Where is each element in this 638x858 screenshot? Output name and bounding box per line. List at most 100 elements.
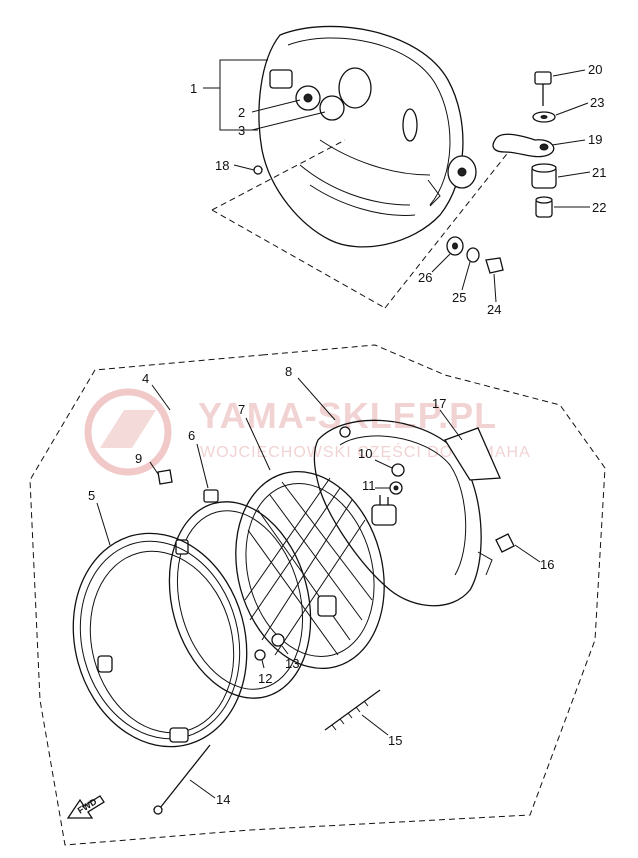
leader-24 (493, 273, 497, 303)
part-label-14: 14 (216, 792, 230, 807)
shell-slot (402, 108, 418, 142)
housing-inner (339, 435, 467, 576)
part-label-9: 9 (135, 451, 142, 466)
grommet-part-2-hole (303, 93, 313, 103)
part-label-17: 17 (432, 396, 446, 411)
assembly-group-outline (29, 344, 606, 846)
beam-terminal (317, 595, 337, 617)
screw-part-10 (391, 463, 405, 477)
leader-25 (461, 261, 471, 291)
rim-outer (72, 532, 248, 748)
watermark-subtitle: WOJCIECHOWSKI CZĘŚCI DO YAMAHA (200, 442, 531, 461)
part-label-16: 16 (540, 557, 554, 572)
nut-part-24 (485, 257, 504, 274)
mounting-ring-part-6 (168, 489, 312, 699)
leader-10 (374, 459, 393, 469)
ring-inner (176, 510, 304, 690)
plate-part-17 (444, 427, 501, 481)
bolt-part-20-head (534, 71, 552, 85)
watermark-logo (84, 388, 172, 476)
part-label-6: 6 (188, 428, 195, 443)
leader-1 (203, 59, 268, 131)
housing-boss-top (339, 426, 351, 438)
leader-5 (96, 502, 111, 546)
cap-part-3 (319, 95, 345, 121)
leader-19 (551, 139, 586, 146)
ring-outer (168, 501, 312, 699)
part-label-1: 1 (190, 81, 197, 96)
rim-inner (89, 550, 235, 734)
grommet-part-1 (269, 69, 293, 89)
leader-6 (196, 443, 209, 489)
leader-14 (189, 779, 216, 799)
adjust-screw-part-15-thread (331, 700, 369, 731)
lens-outer (235, 470, 385, 670)
leader-8 (297, 377, 336, 421)
part-label-23: 23 (590, 95, 604, 110)
leader-12 (261, 659, 265, 669)
shell-rib-2 (309, 184, 416, 216)
shell-inner-rim (287, 37, 451, 206)
screw-part-12 (254, 649, 266, 661)
shell-tab (427, 179, 441, 207)
leader-17 (439, 409, 463, 441)
lens-inner (245, 482, 375, 658)
part-label-4: 4 (142, 371, 149, 386)
leader-4 (151, 384, 171, 411)
part-label-20: 20 (588, 62, 602, 77)
bracket-part-19-hole (539, 143, 549, 151)
part-label-18: 18 (215, 158, 229, 173)
leader-3 (251, 111, 326, 131)
forward-arrow: FWD (66, 795, 105, 819)
washer-part-23-hole (540, 115, 548, 119)
watermark-logo-mark (100, 410, 156, 448)
housing-tab-right (477, 551, 493, 576)
screw-part-16 (495, 533, 515, 553)
headlight-shell (258, 25, 464, 248)
washer-part-26-hole (452, 242, 458, 250)
part-label-3: 3 (238, 123, 245, 138)
damper-part-21-top (531, 163, 557, 173)
shell-rib-1 (299, 164, 411, 206)
adjust-screw-part-14-head (153, 805, 163, 815)
part-label-24: 24 (487, 302, 501, 317)
top-leaders (203, 59, 591, 303)
part-label-13: 13 (285, 656, 299, 671)
headlight-housing-part-8 (313, 419, 515, 607)
leader-13 (281, 645, 289, 655)
rim-part-5 (72, 532, 248, 748)
nut-part-11-hole (393, 485, 399, 491)
sealed-beam-part-7 (235, 470, 385, 670)
rim-clip-left (97, 655, 113, 673)
part-number-labels: 1 2 3 4 5 6 7 8 9 10 11 12 13 14 15 16 1… (88, 62, 606, 807)
part-label-26: 26 (418, 270, 432, 285)
leader-18 (233, 164, 255, 171)
ring-tab-top (203, 489, 219, 503)
part-label-25: 25 (452, 290, 466, 305)
rim-mid (79, 540, 241, 740)
part-label-11: 11 (362, 478, 376, 493)
leader-7 (245, 417, 271, 471)
part-label-2: 2 (238, 105, 245, 120)
part-label-22: 22 (592, 200, 606, 215)
rim-clip-bottom (169, 727, 189, 743)
leader-26 (431, 253, 451, 273)
screw-part-9 (157, 469, 173, 485)
bracket-part-19 (492, 133, 555, 158)
part-label-15: 15 (388, 733, 402, 748)
headlight-shell-group (211, 25, 511, 309)
shell-assembly-bracket (211, 139, 511, 309)
bulb-socket (371, 504, 397, 526)
leader-2 (251, 99, 301, 113)
part-label-8: 8 (285, 364, 292, 379)
mount-hardware-group (446, 71, 557, 274)
part-label-5: 5 (88, 488, 95, 503)
leader-9 (149, 461, 159, 475)
shell-cable-hole (338, 67, 372, 109)
part-label-7: 7 (238, 402, 245, 417)
leader-15 (361, 714, 389, 736)
spring-part-13 (271, 633, 285, 647)
leader-16 (514, 544, 541, 563)
leader-20 (552, 69, 586, 77)
